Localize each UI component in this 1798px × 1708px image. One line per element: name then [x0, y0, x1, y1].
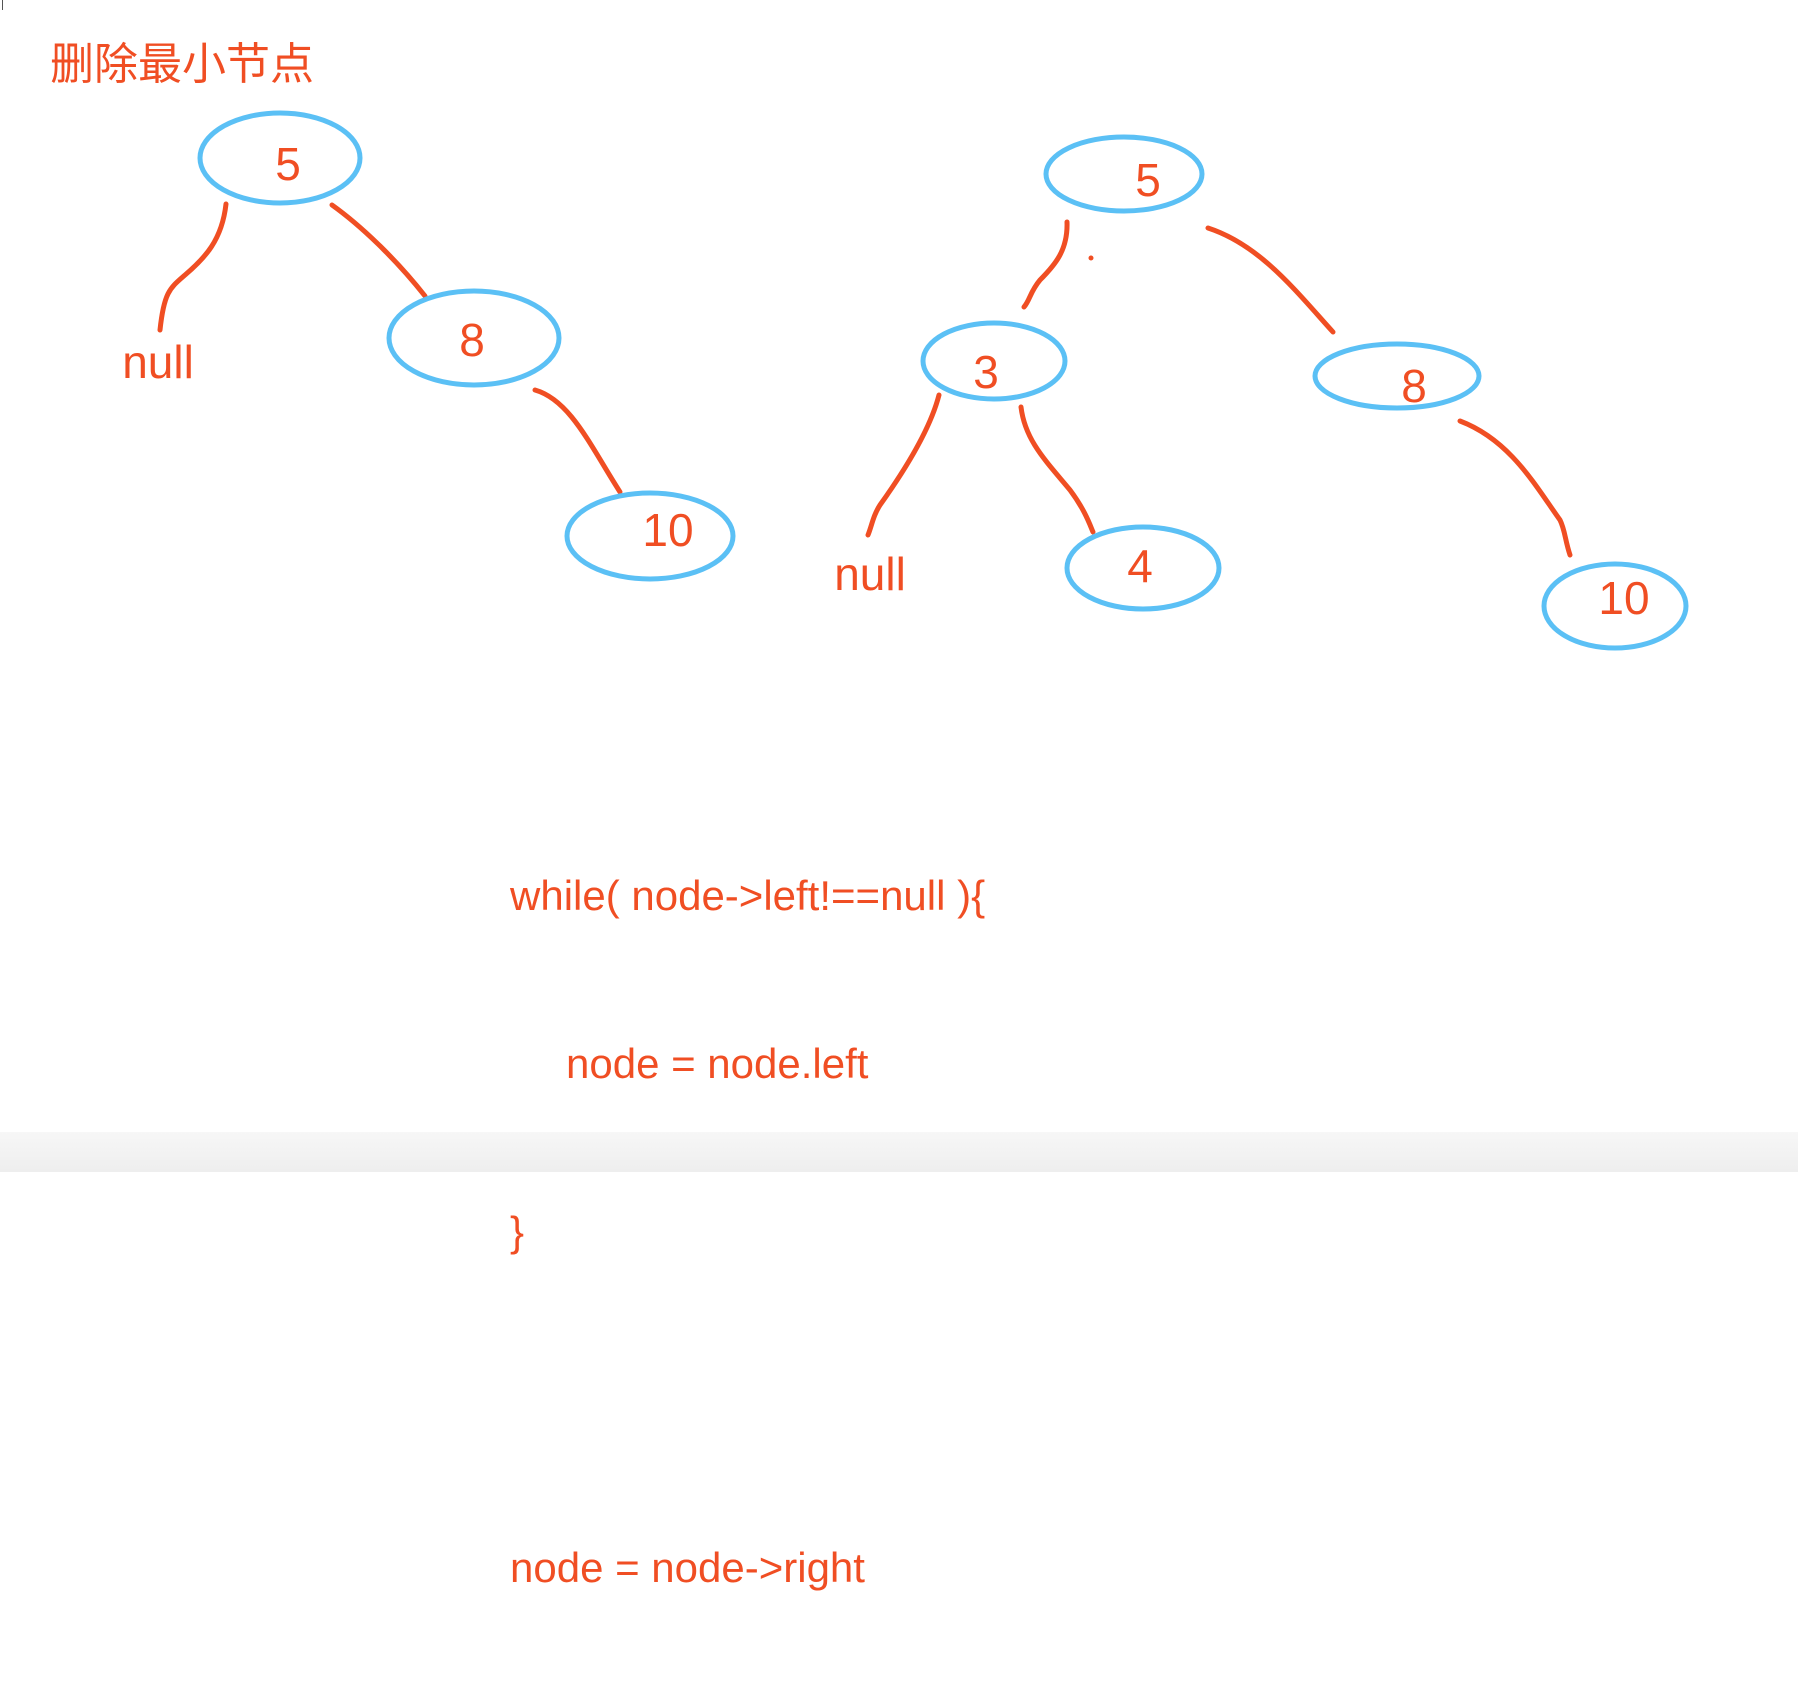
node-ellipse-R5 — [1043, 134, 1205, 214]
node-ellipse-R4 — [1064, 524, 1222, 612]
stray-dot — [1088, 255, 1094, 261]
code-line: while( node->left!==null ){ — [510, 872, 986, 919]
edge-R5-R8 — [1205, 225, 1336, 335]
null-label-left: null — [122, 336, 194, 388]
text-caret — [2, 0, 3, 10]
node-ellipse-R3 — [920, 320, 1068, 402]
edge-L8-L10 — [532, 387, 623, 495]
node-ellipse-L10 — [564, 490, 736, 582]
node-label-L5: 5 — [275, 138, 301, 190]
bottom-bar — [0, 1132, 1798, 1172]
code-block: while( node->left!==null ){ node = node.… — [510, 756, 985, 1708]
node-label-L10: 10 — [642, 504, 693, 556]
node-label-R4: 4 — [1127, 540, 1153, 592]
page-title: 删除最小节点 — [50, 39, 314, 90]
edge-R3-null — [865, 392, 942, 538]
node-label-R5: 5 — [1135, 154, 1161, 206]
edge-L5-L8 — [329, 202, 428, 299]
node-ellipse-R8 — [1312, 341, 1482, 411]
code-blank-line — [510, 1372, 985, 1428]
node-label-L8: 8 — [459, 314, 485, 366]
code-line: } — [510, 1208, 525, 1255]
node-ellipse-L8 — [386, 288, 562, 388]
edge-L5-null — [157, 201, 229, 333]
edge-R8-R10 — [1457, 418, 1573, 558]
drawing-canvas: 删除最小节点 5 — [0, 0, 1798, 1591]
node-ellipse-R10 — [1541, 561, 1689, 651]
tree-diagram: 5 8 10 null 5 3 8 4 10 null — [122, 110, 1689, 651]
node-label-R3: 3 — [973, 346, 999, 398]
edge-R5-R3 — [1021, 219, 1070, 310]
node-ellipse-L5 — [197, 110, 363, 206]
edge-R3-R4 — [1018, 404, 1096, 535]
code-line: node = node.left — [566, 1040, 869, 1087]
null-label-right: null — [834, 548, 906, 600]
node-label-R8: 8 — [1401, 360, 1427, 412]
node-label-R10: 10 — [1598, 572, 1649, 624]
code-line: node = node->right — [510, 1544, 865, 1591]
